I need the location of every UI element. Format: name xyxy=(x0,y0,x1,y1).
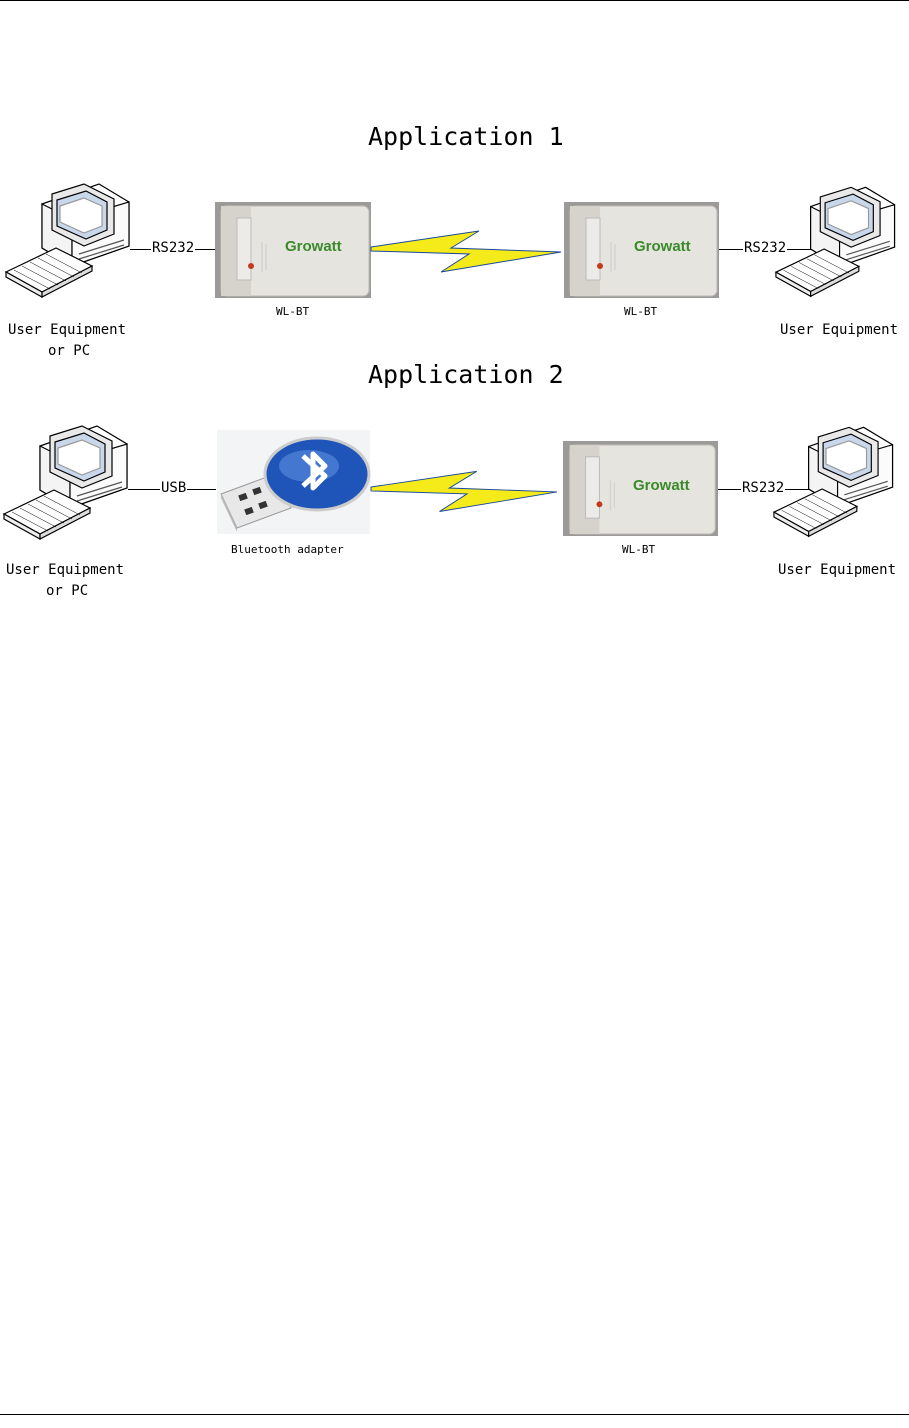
app2-right-device-photo: Growatt xyxy=(563,441,718,536)
app2-left-device-label: Bluetooth adapter xyxy=(231,543,344,556)
app1-left-conn-label: RS232 xyxy=(151,240,195,256)
app2-right-pc-label: User Equipment xyxy=(778,562,896,578)
growatt-logo: Growatt xyxy=(633,477,690,494)
computer-icon xyxy=(4,184,144,314)
app2-title: Application 2 xyxy=(368,360,564,389)
app2-left-pc-label-1: User Equipment xyxy=(6,562,124,578)
bluetooth-adapter-photo xyxy=(217,430,370,534)
app1-left-device-label: WL-BT xyxy=(276,305,309,318)
computer-icon xyxy=(774,186,909,314)
app2-left-pc-label-2: or PC xyxy=(46,583,88,599)
app1-left-pc-label-2: or PC xyxy=(48,343,90,359)
app1-left-pc-label-1: User Equipment xyxy=(8,322,126,338)
page-top-rule xyxy=(0,0,909,1)
app1-right-device-label: WL-BT xyxy=(624,305,657,318)
computer-icon xyxy=(2,426,142,556)
computer-icon xyxy=(772,426,907,554)
page-bottom-rule xyxy=(0,1414,909,1415)
lightning-bolt-icon xyxy=(371,466,557,512)
app2-left-conn-label: USB xyxy=(160,480,187,496)
app1-right-pc-label: User Equipment xyxy=(780,322,898,338)
app1-left-device-photo: Growatt xyxy=(215,202,371,298)
growatt-logo: Growatt xyxy=(634,238,691,255)
lightning-bolt-icon xyxy=(371,226,561,272)
app2-right-device-label: WL-BT xyxy=(622,543,655,556)
growatt-logo: Growatt xyxy=(285,238,342,255)
app1-right-device-photo: Growatt xyxy=(564,202,719,298)
app1-title: Application 1 xyxy=(368,122,564,151)
